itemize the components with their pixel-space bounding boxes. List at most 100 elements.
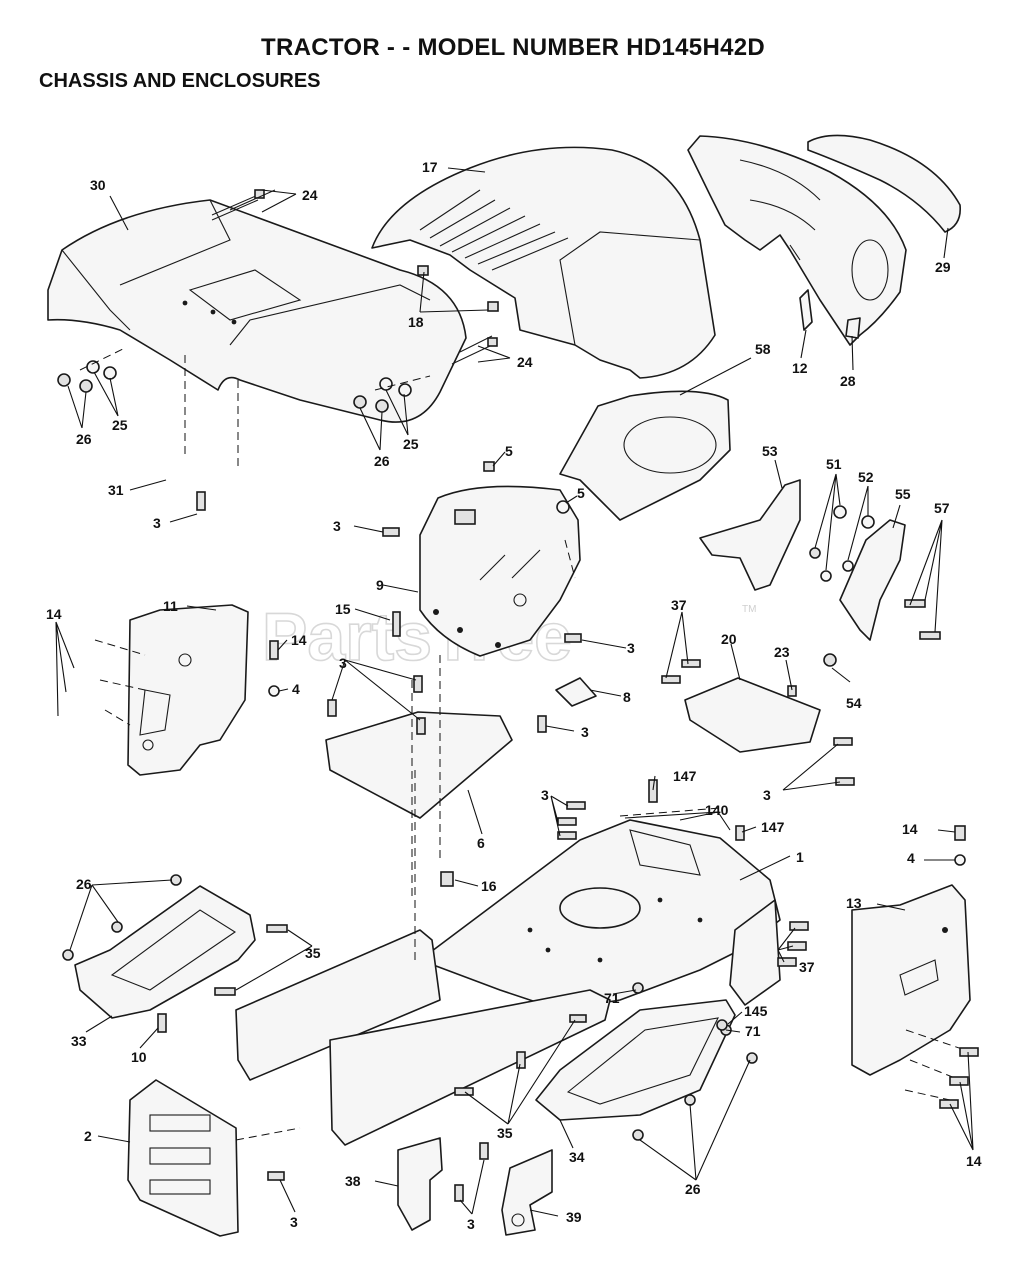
callout-140: 140 (705, 802, 729, 818)
side-panel-right-part (851, 884, 971, 1076)
frame-rail-left (235, 929, 441, 1081)
callout-28: 28 (840, 373, 856, 389)
leader-lines (55, 167, 974, 1217)
callout-4: 4 (907, 850, 915, 866)
callout-1: 1 (796, 849, 804, 865)
callout-11: 11 (163, 598, 178, 614)
callout-24: 24 (302, 187, 318, 203)
callout-51: 51 (826, 456, 842, 472)
callout-26: 26 (76, 431, 92, 447)
callout-9: 9 (376, 577, 384, 593)
bracket-38 (397, 1137, 443, 1231)
callout-16: 16 (481, 878, 497, 894)
bracket-39 (501, 1149, 553, 1236)
callout-3: 3 (581, 724, 589, 740)
callout-71: 71 (604, 990, 620, 1006)
callout-8: 8 (623, 689, 631, 705)
callout-3: 3 (333, 518, 341, 534)
callout-18: 18 (408, 314, 424, 330)
clip-28 (845, 317, 861, 339)
callout-3: 37 (799, 959, 815, 975)
callout-20: 20 (721, 631, 737, 647)
callout-34: 34 (569, 1149, 585, 1165)
callout-14: 14 (46, 606, 62, 622)
callout-35: 35 (497, 1125, 513, 1141)
callout-3: 3 (290, 1214, 298, 1230)
footrest-left-part (74, 885, 256, 1019)
callout-17: 17 (422, 159, 438, 175)
callout-30: 30 (90, 177, 106, 193)
front-plate-part (127, 1079, 239, 1237)
bracket-145 (729, 899, 781, 1006)
callout-12: 12 (792, 360, 808, 376)
callout-147: 147 (673, 768, 697, 784)
frame-rail-right (329, 989, 611, 1146)
callout-10: 10 (131, 1049, 147, 1065)
callout-39: 39 (566, 1209, 582, 1225)
callout-145: 145 (744, 1003, 768, 1019)
callout-3: 3 (153, 515, 161, 531)
page-title: TRACTOR - - MODEL NUMBER HD145H42D (260, 34, 766, 61)
callout-71: 71 (745, 1023, 761, 1039)
callout-54: 54 (846, 695, 862, 711)
callout-labels: 30 24 17 29 18 24 12 28 26 25 26 25 58 5… (46, 159, 982, 1232)
clip-8 (555, 677, 597, 707)
bracket-55 (839, 519, 906, 641)
callout-4: 4 (292, 681, 300, 697)
nuts-washers-left (57, 360, 117, 393)
callout-35: 35 (305, 945, 321, 961)
bolt-24-lower (451, 335, 498, 365)
callout-5: 5 (505, 443, 513, 459)
callout-14: 14 (966, 1153, 982, 1169)
grille-panel-part (807, 134, 962, 233)
dash-cover-part (559, 390, 731, 521)
callout-5: 5 (577, 485, 585, 501)
callout-3: 3 (467, 1216, 475, 1232)
callout-15: 15 (335, 601, 351, 617)
callout-29: 29 (935, 259, 951, 275)
bracket-20 (684, 677, 821, 753)
callout-6: 6 (477, 835, 485, 851)
bracket-12 (799, 289, 813, 331)
callout-2: 2 (84, 1128, 92, 1144)
callout-14: 14 (902, 821, 918, 837)
plate-6 (325, 711, 513, 819)
callout-38: 38 (345, 1173, 361, 1189)
hardware-fasteners (62, 461, 979, 1202)
callout-25: 25 (403, 436, 419, 452)
side-panel-left-part (127, 604, 249, 776)
footrest-right-part (535, 999, 736, 1121)
watermark-tm: TM (742, 604, 756, 615)
callout-3: 3 (339, 655, 347, 671)
callout-26: 26 (685, 1181, 701, 1197)
callout-147: 147 (761, 819, 785, 835)
callout-26: 26 (374, 453, 390, 469)
callout-23: 23 (774, 644, 790, 660)
callout-57: 57 (934, 500, 950, 516)
callout-37: 37 (671, 597, 687, 613)
callout-37: 3 (763, 787, 771, 803)
bracket-53 (699, 479, 801, 591)
section-subtitle: CHASSIS AND ENCLOSURES (39, 70, 321, 92)
callout-24: 24 (517, 354, 533, 370)
callout-33: 33 (71, 1033, 87, 1049)
nuts-washers-right (353, 377, 412, 413)
dash-panel-part (419, 485, 581, 657)
hood-part (371, 146, 716, 379)
callout-31: 31 (108, 482, 124, 498)
fender-part (47, 199, 467, 423)
callout-3: 3 (627, 640, 635, 656)
callout-26: 26 (76, 876, 92, 892)
callout-3: 3 (541, 787, 549, 803)
grille-housing-part (687, 135, 907, 346)
callout-13: 13 (846, 895, 862, 911)
callout-52: 52 (858, 469, 874, 485)
callout-53: 53 (762, 443, 778, 459)
main-frame-part (419, 819, 781, 1011)
bolt-24-upper (211, 189, 276, 221)
callout-14: 14 (291, 632, 307, 648)
assembly-lines (79, 347, 966, 1141)
callout-55: 55 (895, 486, 911, 502)
callout-25: 25 (112, 417, 128, 433)
